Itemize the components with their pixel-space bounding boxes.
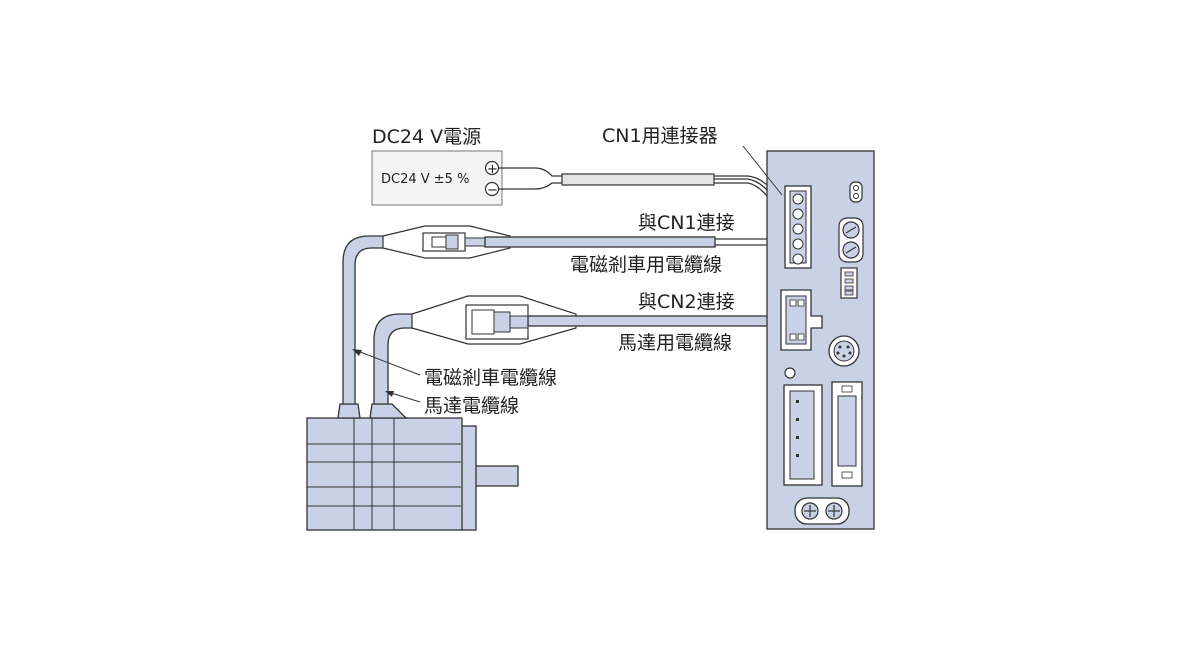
driver xyxy=(766,150,875,530)
minus-terminal-icon xyxy=(484,181,500,197)
motor-flange xyxy=(460,425,477,531)
power-supply-box xyxy=(371,150,503,206)
minus-symbol: − xyxy=(487,183,498,198)
power-supply: DC24 V電源 DC24 V ±5 % + − xyxy=(371,126,503,206)
power-cable xyxy=(499,167,790,207)
power-cable-sleeve xyxy=(561,173,715,186)
brake-cable-gland xyxy=(337,403,361,419)
motor-cable-top-label: 馬達用電纜線 xyxy=(618,332,732,354)
plus-symbol: + xyxy=(487,162,498,177)
motor-cable xyxy=(373,295,807,405)
motor-body xyxy=(306,417,463,531)
power-supply-title: DC24 V電源 xyxy=(372,126,481,148)
plus-terminal-icon xyxy=(484,160,500,176)
ground-screw-icon xyxy=(784,367,796,379)
power-supply-rating: DC24 V ±5 % xyxy=(381,172,469,187)
brake-cable-top-label: 電磁剎車用電纜線 xyxy=(570,254,722,276)
to-cn2-label: 與CN2連接 xyxy=(638,291,735,313)
motor xyxy=(306,403,519,531)
motor-cable-label: 馬達電纜線 xyxy=(424,395,519,417)
cn1-connector-label: CN1用連接器 xyxy=(602,125,718,147)
brake-cable-label: 電磁剎車電纜線 xyxy=(424,367,557,389)
cn1-screw-icon xyxy=(792,193,804,205)
leader-lines xyxy=(352,145,783,403)
motor-cable-gland xyxy=(369,403,408,419)
to-cn1-label: 與CN1連接 xyxy=(638,212,735,234)
brake-cable xyxy=(342,225,790,405)
led-icon xyxy=(849,181,863,203)
motor-shaft xyxy=(473,465,519,487)
